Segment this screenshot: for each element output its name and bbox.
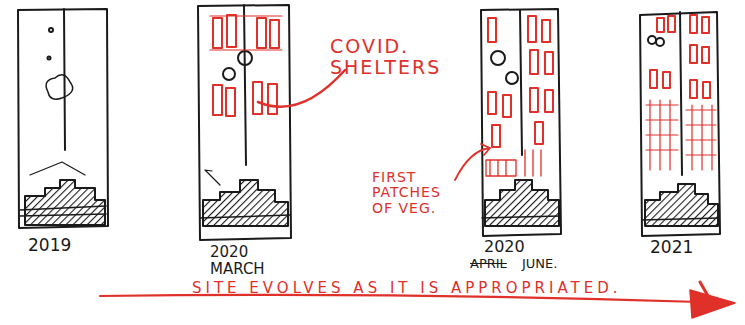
month-label: JUNE.: [522, 257, 582, 271]
struck-label: APRIL: [470, 257, 530, 271]
shelters: [100, 15, 735, 318]
year-label: 2020 MARCH: [210, 244, 280, 277]
panel-2019: [18, 9, 108, 228]
panel-2021: [640, 12, 720, 236]
panel-2020-june: [481, 9, 561, 236]
panel-2020-march: [198, 5, 291, 240]
year-label: 2021: [650, 238, 710, 257]
year-label: 2019: [28, 236, 98, 255]
annotation-label: COVID. SHELTERS: [330, 36, 440, 78]
caption-note: SITE EVOLVES AS IT IS APPROPRIATED.: [192, 280, 712, 297]
leader-arrow: [455, 144, 490, 180]
year-label: 2020: [484, 238, 544, 256]
annotation-label: FIRST PATCHES OF VEG.: [372, 170, 450, 216]
